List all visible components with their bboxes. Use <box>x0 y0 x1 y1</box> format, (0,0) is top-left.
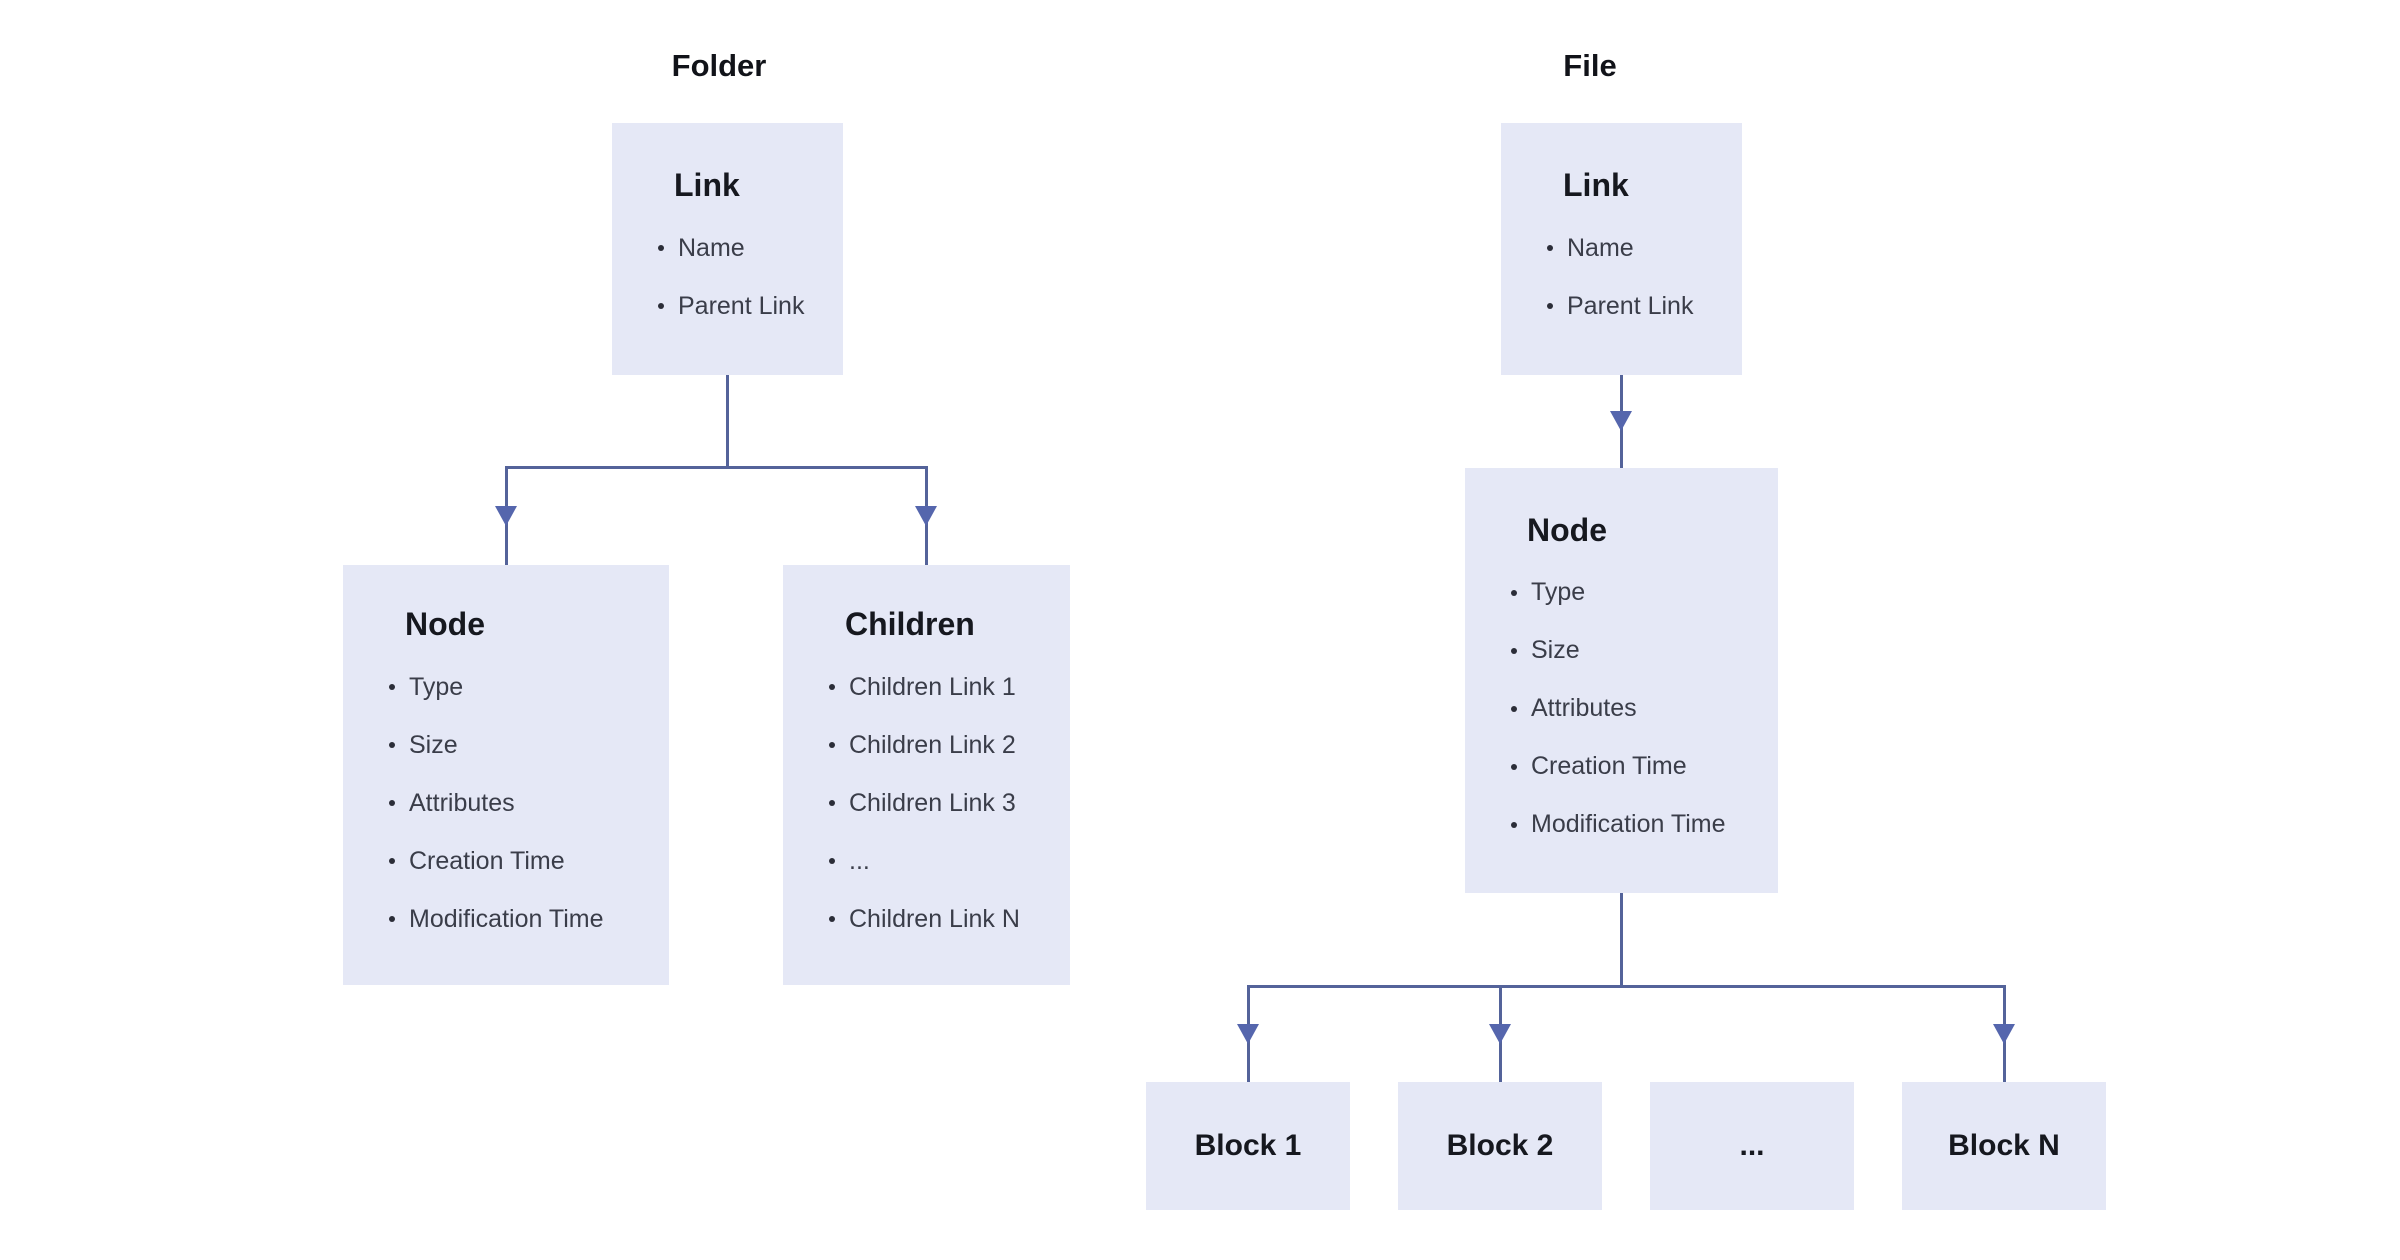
list-item: Name <box>1501 219 1742 277</box>
list-item-label: Creation Time <box>409 846 565 875</box>
block-2-box: Block 2 <box>1398 1082 1602 1210</box>
bullet-dot-icon <box>1547 303 1553 309</box>
arrowhead-down-icon <box>915 506 937 526</box>
list-item: Children Link N <box>783 890 1070 948</box>
list-item: Parent Link <box>612 277 843 335</box>
arrowhead-down-icon <box>1237 1024 1259 1044</box>
connector-folder-link-stem <box>725 375 729 467</box>
bullet-dot-icon <box>1511 647 1517 654</box>
list-item-label: Name <box>678 233 745 262</box>
folder-link-heading: Link <box>674 167 740 203</box>
bullet-dot-icon <box>658 245 664 251</box>
list-item-label: ... <box>849 846 870 875</box>
bullet-dot-icon <box>829 916 835 922</box>
bullet-dot-icon <box>389 858 395 864</box>
list-item-label: Attributes <box>1531 694 1637 722</box>
list-item-label: Parent Link <box>1567 291 1694 320</box>
list-item: Modification Time <box>343 890 669 948</box>
bullet-dot-icon <box>1511 763 1517 770</box>
list-item: Modification Time <box>1465 796 1778 854</box>
list-item: Creation Time <box>1465 738 1778 796</box>
bullet-dot-icon <box>829 858 835 864</box>
block-n-box: Block N <box>1902 1082 2106 1210</box>
file-link-items: Name Parent Link <box>1501 219 1742 335</box>
bullet-dot-icon <box>1547 245 1553 251</box>
list-item-label: Size <box>409 730 458 759</box>
list-item-label: Children Link 1 <box>849 672 1016 701</box>
bullet-dot-icon <box>658 303 664 309</box>
bullet-dot-icon <box>389 742 395 748</box>
bullet-dot-icon <box>389 916 395 922</box>
list-item: Attributes <box>343 774 669 832</box>
list-item-label: Size <box>1531 636 1580 664</box>
folder-children-box: Children Children Link 1 Children Link 2… <box>783 565 1070 985</box>
list-item-label: Creation Time <box>1531 752 1687 780</box>
list-item: Type <box>343 658 669 716</box>
folder-node-heading: Node <box>405 606 485 642</box>
file-node-heading: Node <box>1527 511 1607 548</box>
list-item: Name <box>612 219 843 277</box>
block-ellipsis-box: ... <box>1650 1082 1854 1210</box>
bullet-dot-icon <box>389 800 395 806</box>
list-item-label: Children Link N <box>849 904 1020 933</box>
list-item-label: Parent Link <box>678 291 805 320</box>
folder-children-items: Children Link 1 Children Link 2 Children… <box>783 658 1070 948</box>
folder-link-box: Link Name Parent Link <box>612 123 843 375</box>
list-item: ... <box>783 832 1070 890</box>
list-item: Children Link 1 <box>783 658 1070 716</box>
list-item: Type <box>1465 564 1778 622</box>
list-item: Attributes <box>1465 680 1778 738</box>
list-item-label: Modification Time <box>1531 810 1726 838</box>
connector-folder-branch <box>504 465 928 469</box>
bullet-dot-icon <box>829 800 835 806</box>
list-item-label: Children Link 2 <box>849 730 1016 759</box>
file-link-heading: Link <box>1563 167 1629 203</box>
list-item-label: Type <box>409 672 464 701</box>
arrowhead-down-icon <box>495 506 517 526</box>
file-link-box: Link Name Parent Link <box>1501 123 1742 375</box>
list-item-label: Name <box>1567 233 1634 262</box>
list-item: Size <box>343 716 669 774</box>
arrowhead-down-icon <box>1610 411 1632 431</box>
file-node-box: Node Type Size Attributes Creation Time … <box>1465 468 1778 893</box>
list-item: Parent Link <box>1501 277 1742 335</box>
folder-node-box: Node Type Size Attributes Creation Time … <box>343 565 669 985</box>
arrowhead-down-icon <box>1993 1024 2015 1044</box>
list-item: Children Link 2 <box>783 716 1070 774</box>
list-item: Creation Time <box>343 832 669 890</box>
connector-file-node-stem <box>1619 893 1623 986</box>
folder-children-heading: Children <box>845 606 975 642</box>
bullet-dot-icon <box>1511 705 1517 712</box>
connector-file-branch <box>1246 984 2006 988</box>
bullet-dot-icon <box>829 742 835 748</box>
folder-tree-title: Folder <box>671 48 767 83</box>
list-item: Children Link 3 <box>783 774 1070 832</box>
block-1-box: Block 1 <box>1146 1082 1350 1210</box>
list-item-label: Attributes <box>409 788 515 817</box>
bullet-dot-icon <box>1511 589 1517 596</box>
folder-node-items: Type Size Attributes Creation Time Modif… <box>343 658 669 948</box>
bullet-dot-icon <box>1511 821 1517 828</box>
file-tree-title: File <box>1563 48 1617 83</box>
file-node-items: Type Size Attributes Creation Time Modif… <box>1465 564 1778 854</box>
list-item-label: Children Link 3 <box>849 788 1016 817</box>
list-item-label: Modification Time <box>409 904 604 933</box>
bullet-dot-icon <box>389 684 395 690</box>
bullet-dot-icon <box>829 684 835 690</box>
list-item-label: Type <box>1531 578 1586 606</box>
folder-link-items: Name Parent Link <box>612 219 843 335</box>
arrowhead-down-icon <box>1489 1024 1511 1044</box>
list-item: Size <box>1465 622 1778 680</box>
